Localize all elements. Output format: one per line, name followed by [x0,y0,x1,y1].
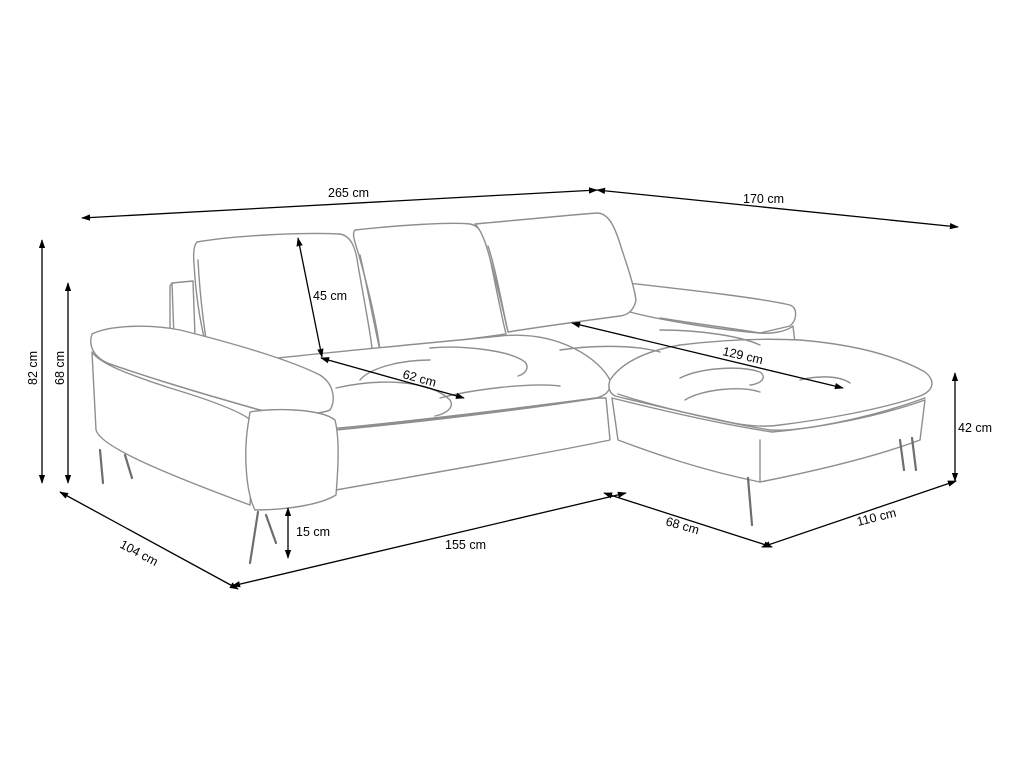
dim-line-chaise-outer [761,480,957,548]
label-leg-height: 15 cm [296,525,330,539]
dim-line-total-width [81,187,598,221]
dim-line-chaise-length [596,187,959,230]
main-seat-base [335,397,611,491]
label-chaise-length: 170 cm [743,192,784,206]
dim-line-seat-depth-main [320,357,465,399]
chaise-base [611,397,926,483]
dim-line-cushion-height [296,237,324,358]
left-side-panel [91,351,256,506]
dimension-lines [38,187,959,590]
label-cushion-height: 45 cm [313,289,347,303]
dim-line-seat-depth-chaise [571,321,844,390]
label-depth: 104 cm [118,537,161,569]
label-back-height: 68 cm [53,351,67,385]
sofa-drawing [90,212,933,565]
back-cushion-middle [352,222,507,351]
left-arm-front [245,408,339,511]
label-chaise-width-inner: 68 cm [664,514,701,537]
label-total-height: 82 cm [26,351,40,385]
label-total-width: 265 cm [328,186,369,200]
label-seat-height: 42 cm [958,421,992,435]
dim-line-chaise-inner [603,492,773,548]
label-front-width: 155 cm [445,538,486,552]
dim-line-depth [59,491,239,590]
dim-line-front-width [231,491,627,588]
label-chaise-width-outer: 110 cm [855,506,897,529]
